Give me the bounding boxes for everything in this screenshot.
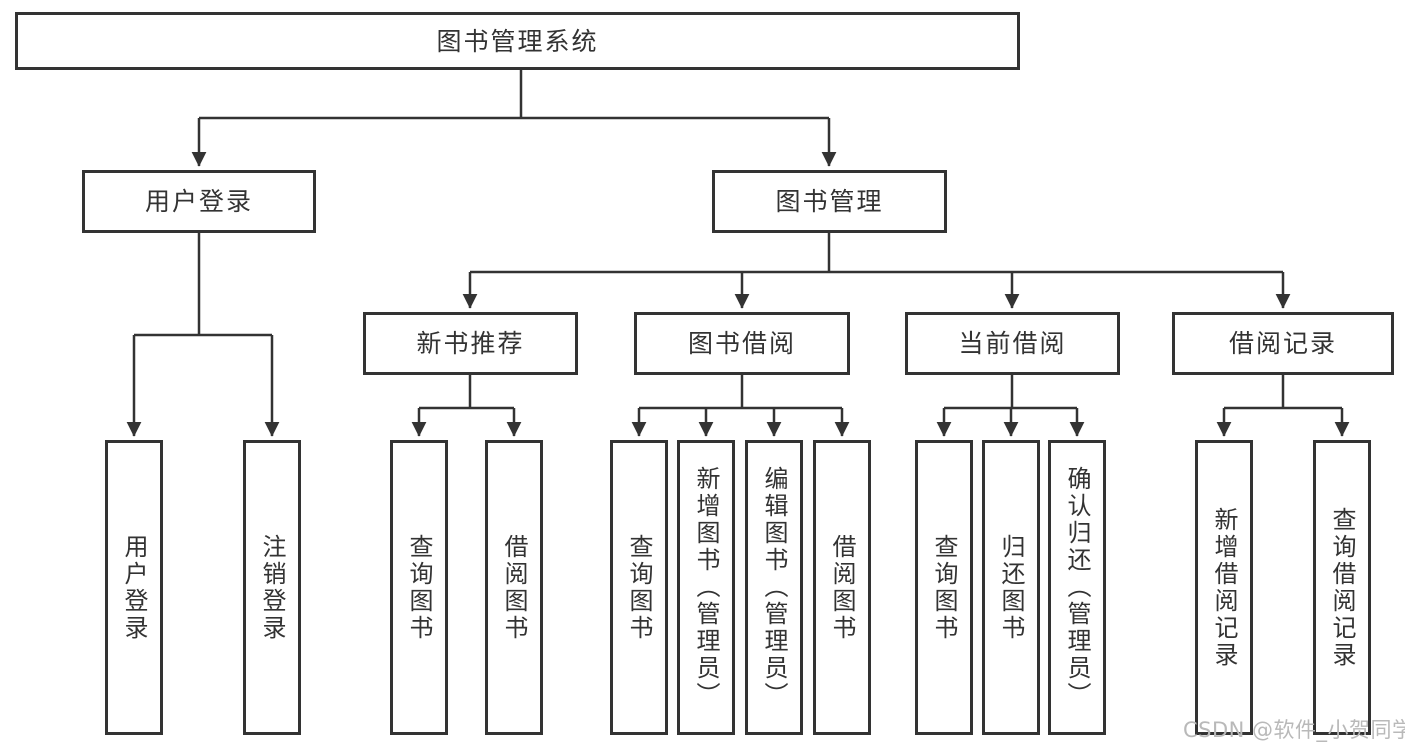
leaf-edit-book-admin: 编辑图书（管理员） (745, 440, 803, 735)
leaf-borrow-books-recommend: 借阅图书 (485, 440, 543, 735)
leaf-add-book-admin: 新增图书（管理员） (677, 440, 735, 735)
leaf-borrow-books-borrow: 借阅图书 (813, 440, 871, 735)
csdn-watermark: CSDN @软件_小贺同学 (1183, 718, 1405, 742)
leaf-query-books-current: 查询图书 (915, 440, 973, 735)
node-new-book-recommend: 新书推荐 (363, 312, 578, 375)
leaf-query-books-recommend: 查询图书 (390, 440, 448, 735)
leaf-query-books-borrow: 查询图书 (610, 440, 668, 735)
leaf-logout: 注销登录 (243, 440, 301, 735)
node-library-system: 图书管理系统 (15, 12, 1020, 70)
node-user-login: 用户登录 (82, 170, 316, 233)
node-current-borrow: 当前借阅 (905, 312, 1120, 375)
leaf-query-borrow-record: 查询借阅记录 (1313, 440, 1371, 735)
leaf-add-borrow-record: 新增借阅记录 (1195, 440, 1253, 735)
node-borrow-records: 借阅记录 (1172, 312, 1394, 375)
node-book-borrow: 图书借阅 (634, 312, 850, 375)
leaf-confirm-return-admin: 确认归还（管理员） (1048, 440, 1106, 735)
leaf-user-login: 用户登录 (105, 440, 163, 735)
node-book-management: 图书管理 (712, 170, 947, 233)
leaf-return-book: 归还图书 (982, 440, 1040, 735)
